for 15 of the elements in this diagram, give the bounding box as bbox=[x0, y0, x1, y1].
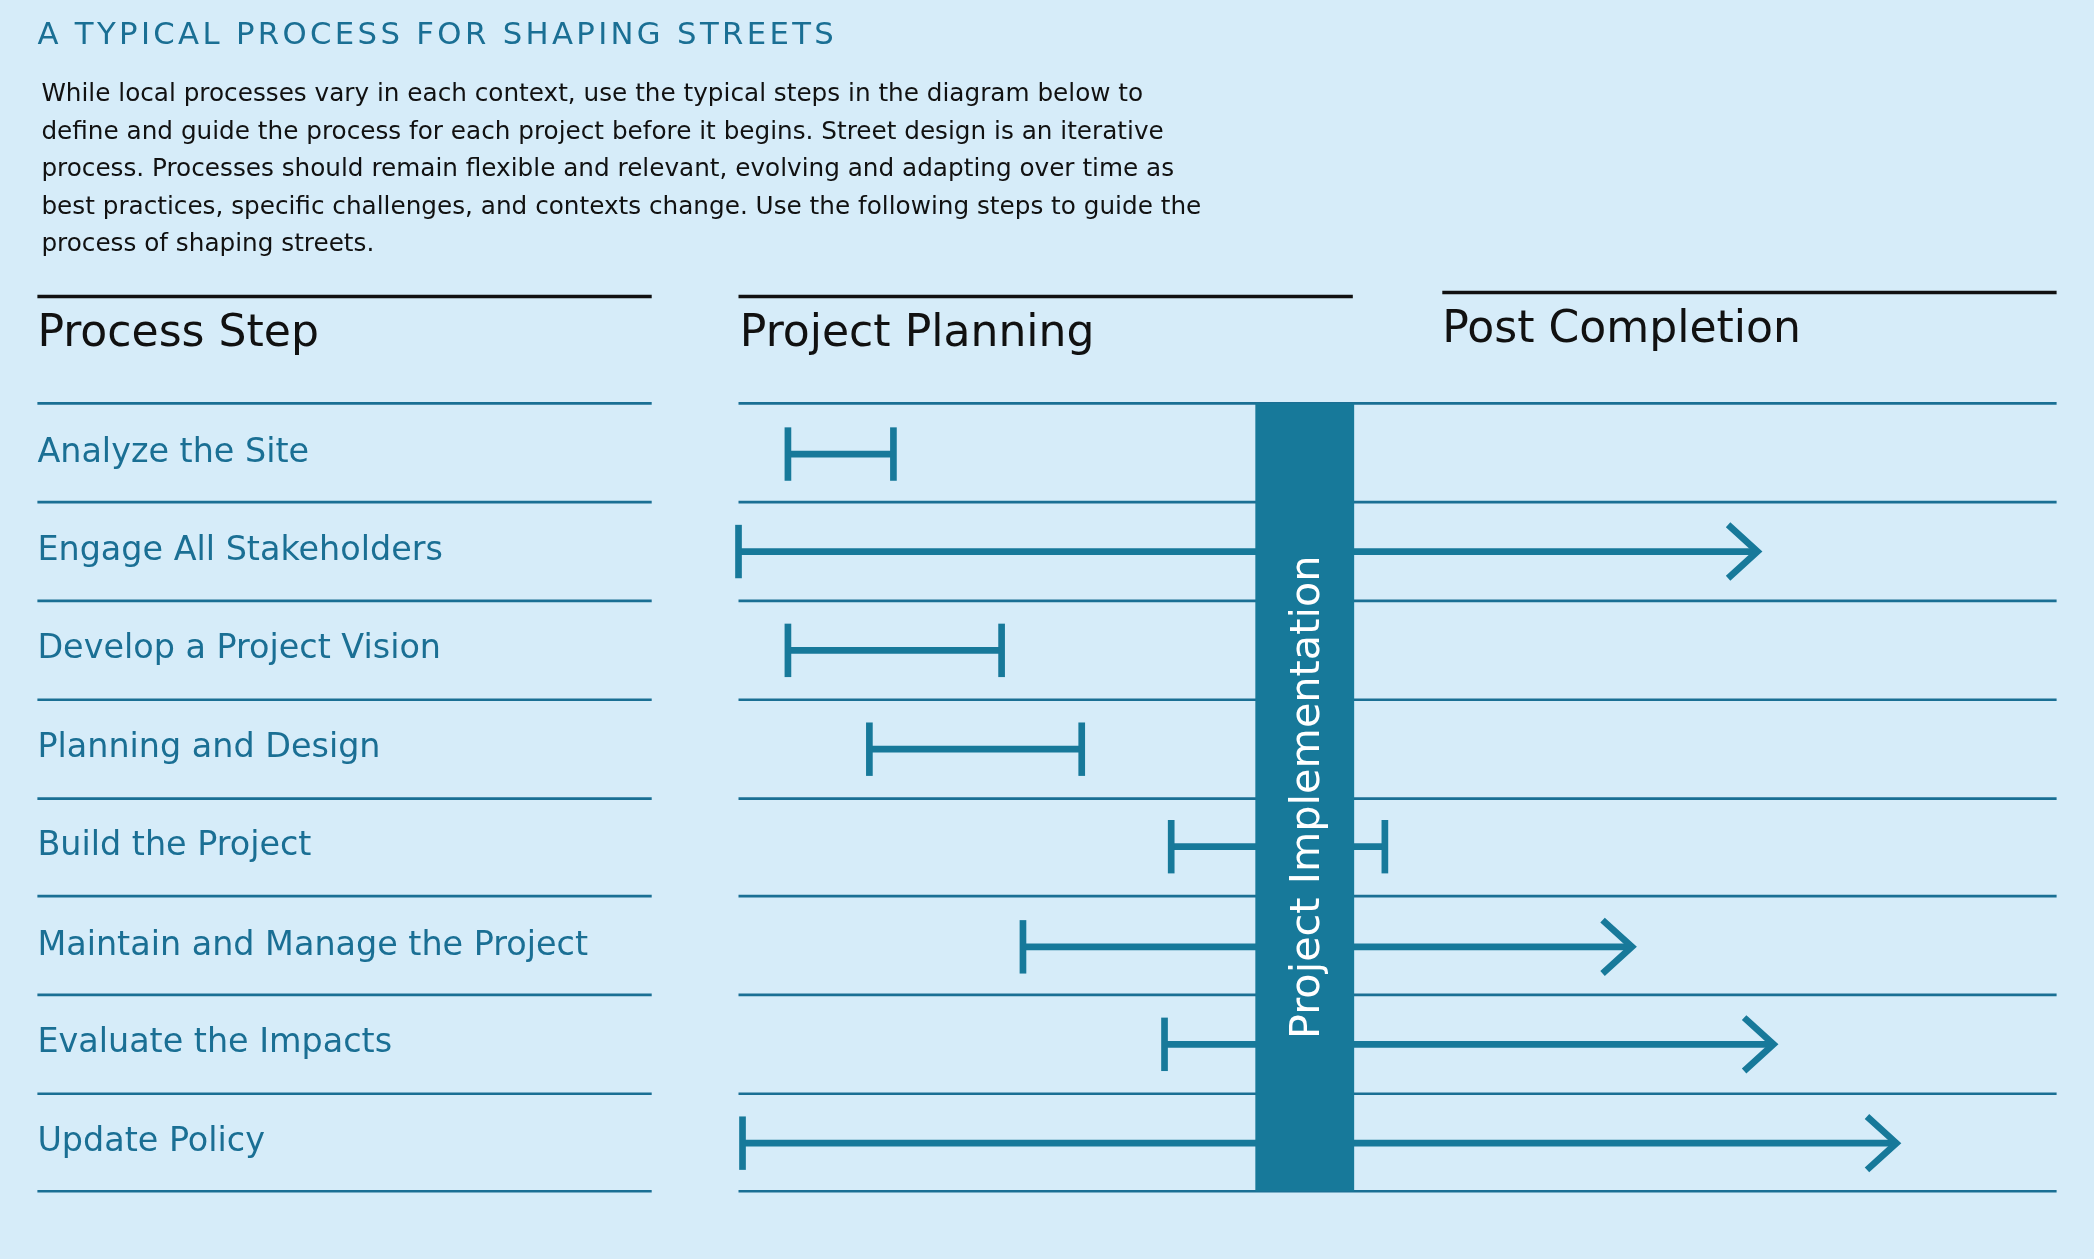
intro-paragraph: While local processes vary in each context, use the typical steps in the diagram below to define and guide the process for each project before it begins. Street design is an iterative process. Processes should remain flexible and relevant, evolving and adapting over time as best practices, specific challenges, and contexts change. Use the following steps to guide the process of shaping streets. bbox=[41, 77, 1203, 259]
step-label: Engage All Stakeholders bbox=[37, 528, 443, 568]
step-label: Maintain and Manage the Project bbox=[37, 924, 588, 963]
implementation-band bbox=[1255, 403, 1355, 1192]
step-label: Develop a Project Vision bbox=[37, 627, 441, 667]
column-heading: Project Planning bbox=[739, 304, 1095, 357]
column-heading: Process Step bbox=[37, 304, 319, 357]
step-label: Build the Project bbox=[37, 824, 312, 863]
column-heading: Post Completion bbox=[1442, 300, 1801, 353]
band-label: Project Implementation bbox=[1280, 555, 1329, 1040]
step-label: Evaluate the Impacts bbox=[37, 1021, 393, 1061]
title: A TYPICAL PROCESS FOR SHAPING STREETS bbox=[37, 16, 838, 51]
step-label: Update Policy bbox=[37, 1120, 265, 1160]
step-label: Analyze the Site bbox=[37, 431, 310, 471]
step-label: Planning and Design bbox=[37, 726, 381, 766]
